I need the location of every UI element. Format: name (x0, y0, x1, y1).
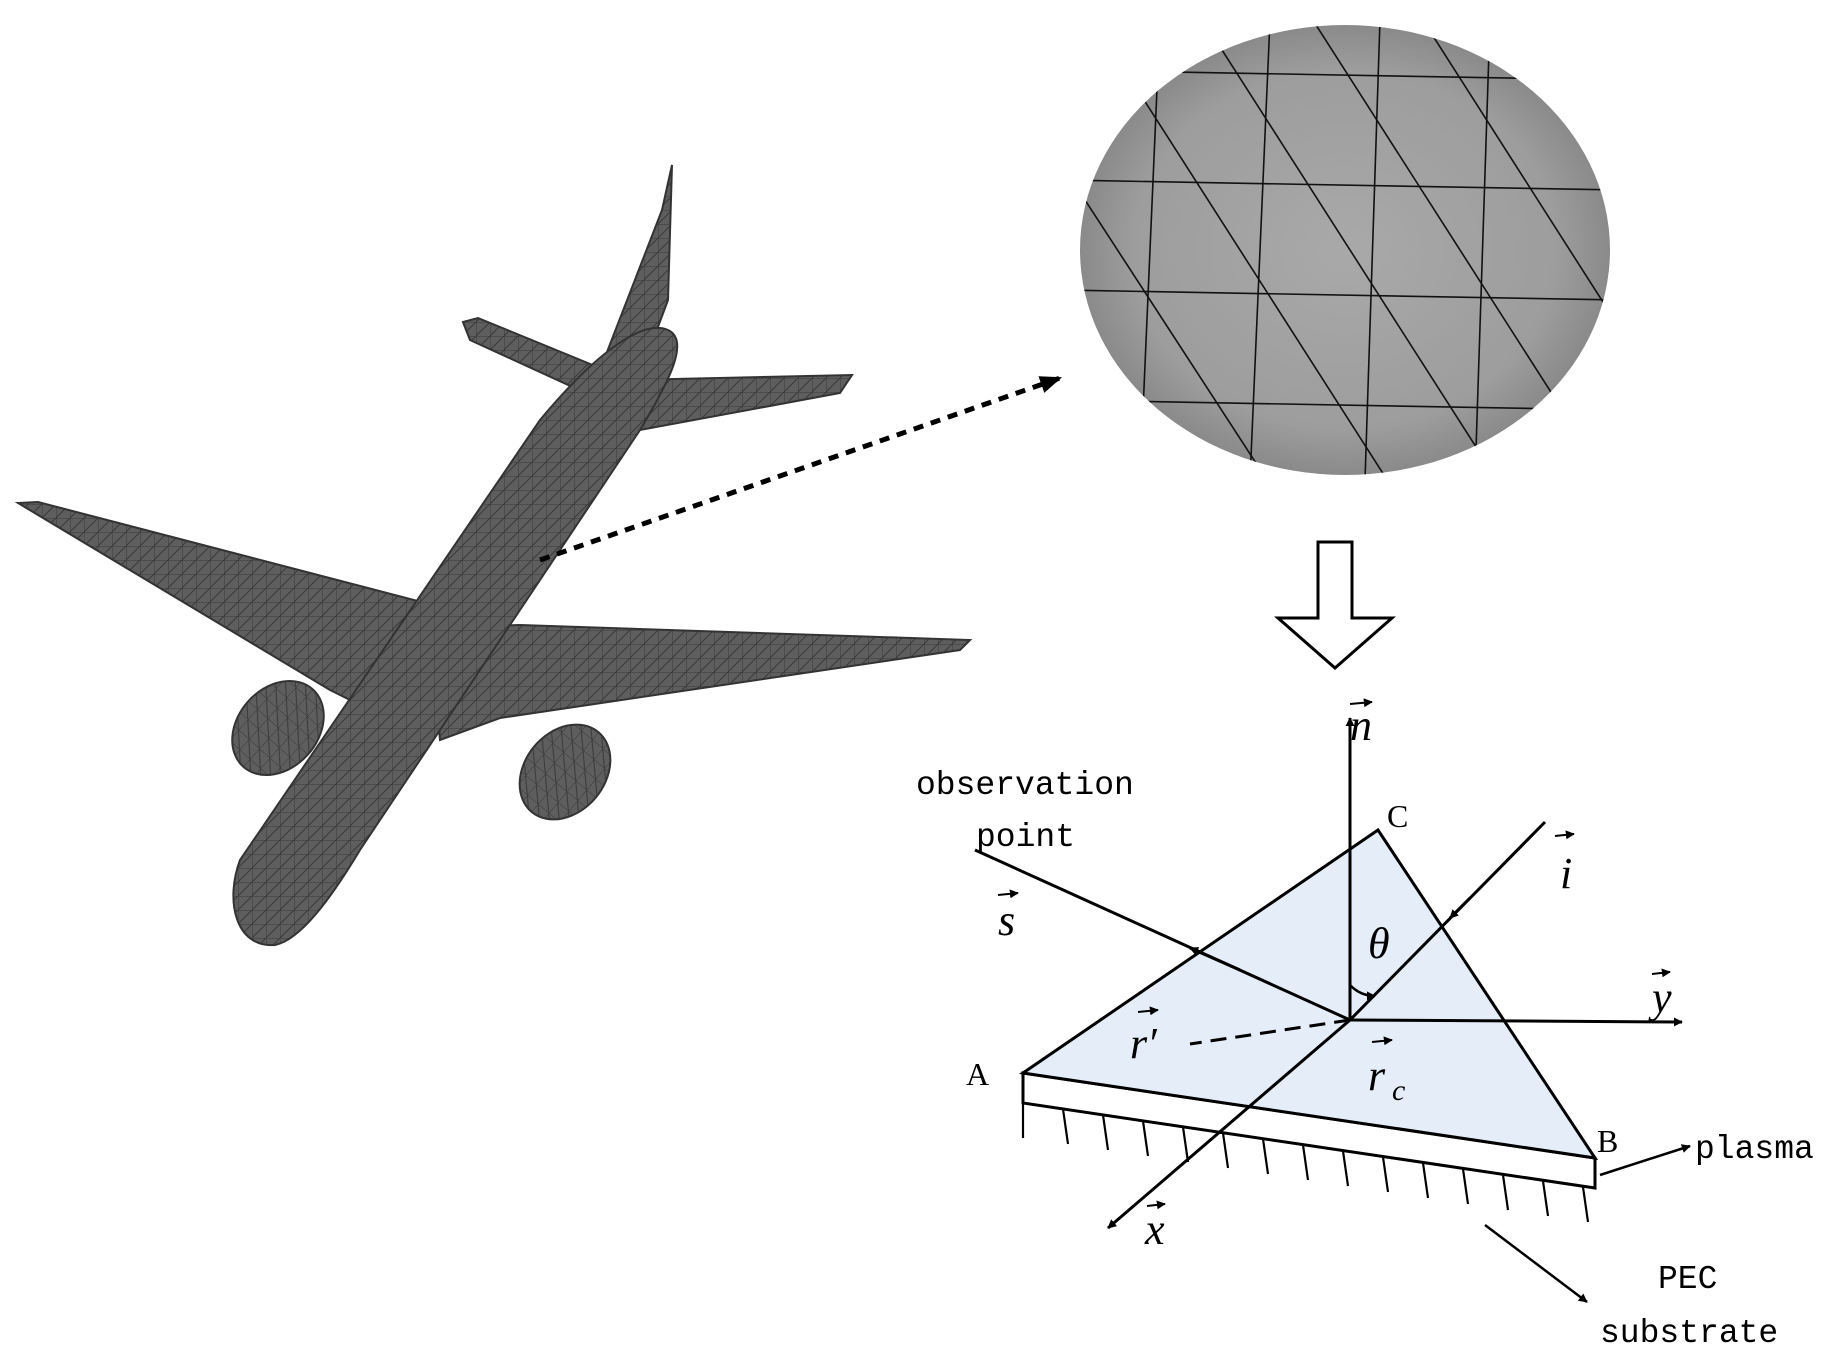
zoom-pointer-arrow (539, 375, 1063, 563)
y-axis-label: y (1648, 973, 1672, 1022)
vertex-c-label: C (1387, 798, 1408, 834)
r-prime-dashed-vector (1189, 1018, 1351, 1046)
x-axis-label: x (1144, 1205, 1165, 1254)
vertex-a-label: A (966, 1056, 989, 1092)
scattered-arrow (1189, 946, 1241, 972)
incident-ray (1348, 820, 1547, 1022)
hollow-down-arrow (1274, 540, 1396, 670)
pec-pointer (1484, 1224, 1588, 1303)
observation-point-label-line1: observation (916, 767, 1134, 804)
vertex-b-label: B (1597, 1123, 1618, 1159)
pec-hatching (1021, 1103, 1590, 1223)
y-axis (1349, 1017, 1683, 1027)
normal-vector-label: n (1350, 701, 1372, 750)
r-prime-label: r′ (1130, 1019, 1158, 1068)
incident-arrow (1448, 896, 1472, 920)
aircraft-mesh-model (14, 164, 973, 947)
mesh-closeup-disc (1080, 25, 1610, 475)
theta-arc (1349, 984, 1376, 1001)
observation-point-label-line2: point (976, 819, 1075, 856)
incident-vector-label: i (1560, 849, 1572, 898)
aircraft-left-engine (231, 679, 325, 777)
facet-diagram: observation point n i s y x r′ r c θ A B… (916, 698, 1814, 1352)
plasma-pointer (1599, 1144, 1691, 1177)
aircraft-fuselage (232, 327, 679, 947)
r-c-label: r (1368, 1051, 1386, 1100)
plasma-label: plasma (1695, 1131, 1814, 1168)
vector-accent-marks (997, 698, 1671, 1210)
pec-label-line2: substrate (1600, 1315, 1778, 1352)
r-c-subscript: c (1392, 1074, 1405, 1107)
theta-label: θ (1368, 919, 1390, 968)
aircraft-right-wing (428, 623, 973, 742)
scattered-vector-label: s (998, 896, 1015, 945)
pec-label-line1: PEC (1658, 1261, 1717, 1298)
x-axis (1107, 1018, 1351, 1230)
scattered-ray (974, 848, 1351, 1022)
aircraft-right-engine (518, 723, 612, 821)
